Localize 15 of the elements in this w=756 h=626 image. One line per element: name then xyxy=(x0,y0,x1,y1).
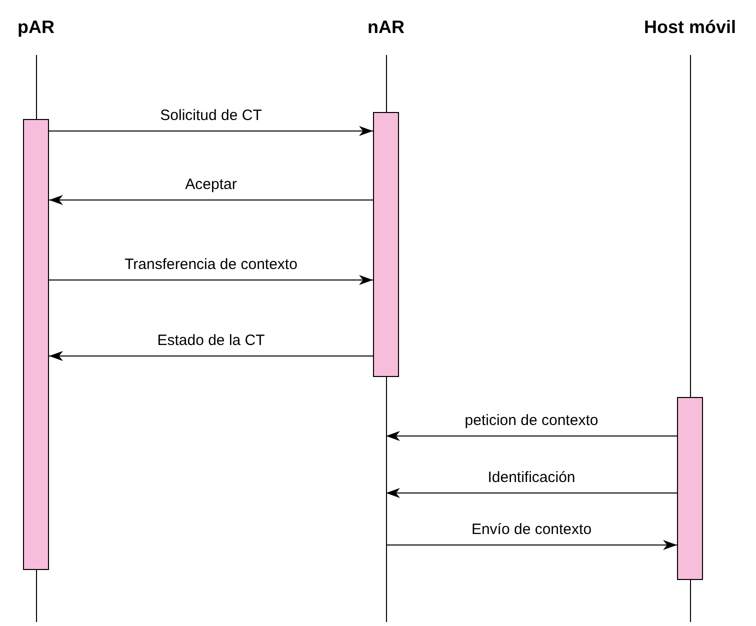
activation-bar xyxy=(23,119,49,570)
participant-label: pAR xyxy=(18,17,54,38)
participant-label: nAR xyxy=(368,17,404,38)
activation-bar xyxy=(677,397,703,580)
message-arrow xyxy=(386,488,678,498)
message-arrow xyxy=(386,540,678,550)
message-arrow xyxy=(48,351,374,361)
message-arrow xyxy=(48,275,374,285)
message-arrow xyxy=(48,126,374,136)
message-label: peticion de contexto xyxy=(462,412,600,429)
activation-bar xyxy=(373,112,399,377)
participant-label: Host móvil xyxy=(644,17,736,38)
message-arrow xyxy=(386,431,678,441)
message-arrow xyxy=(48,195,374,205)
message-label: Aceptar xyxy=(183,176,239,193)
